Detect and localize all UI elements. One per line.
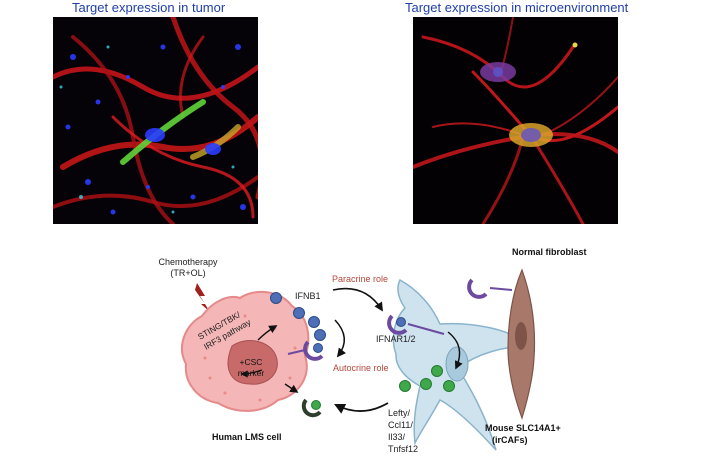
ifnb1-label: IFNB1 (295, 291, 321, 301)
normal-fibroblast-label: Normal fibroblast (512, 247, 587, 257)
ifnb1-ligand (270, 292, 282, 304)
ifnar-label: IFNAR1/2 (376, 334, 416, 344)
ifnb1-ligand (314, 329, 326, 341)
tumor-micrograph (53, 17, 258, 224)
mouse-cell-label: Mouse SLC14A1+ (485, 423, 561, 433)
secreted-factor (431, 365, 443, 377)
factor-label-lefty: Lefty/ (388, 408, 411, 418)
chemotherapy-regimen-label: (TR+OL) (170, 268, 205, 278)
signaling-schematic: Chemotherapy (TR+OL) +CSC marker STING/T… (158, 247, 587, 454)
microenvironment-panel-title: Target expression in microenvironment (405, 0, 629, 15)
ifnb1-ligand (308, 316, 320, 328)
secreted-factor (399, 380, 411, 392)
ircaf-ifnar-receptor (387, 314, 408, 335)
tumor-ifnar-receptor (303, 340, 324, 361)
fibroblast-nucleus (515, 322, 527, 350)
fibroblast-receptor (467, 278, 488, 299)
tumor-nucleus (227, 340, 278, 385)
secreted-factor (443, 380, 455, 392)
secreted-factor (420, 378, 432, 390)
factor-label-ccl11: Ccl11/ (388, 420, 413, 430)
tumor-factor-receptor (301, 398, 322, 418)
tumor-cell-label: Human LMS cell (212, 432, 282, 442)
tumor-panel-title: Target expression in tumor (72, 0, 226, 15)
microenvironment-micrograph (413, 17, 618, 224)
ircaf-label: (irCAFs) (492, 435, 528, 445)
paracrine-role-label: Paracrine role (332, 274, 388, 284)
factor-label-tnfsf12: Tnfsf12 (388, 444, 418, 454)
autocrine-role-label: Autocrine role (333, 363, 389, 373)
csc-marker-label: +CSC (240, 357, 263, 367)
chemotherapy-label: Chemotherapy (158, 257, 218, 267)
lightning-bolt-icon (195, 283, 210, 312)
ifnb1-ligand (293, 307, 305, 319)
factor-label-il33: Il33/ (388, 432, 406, 442)
